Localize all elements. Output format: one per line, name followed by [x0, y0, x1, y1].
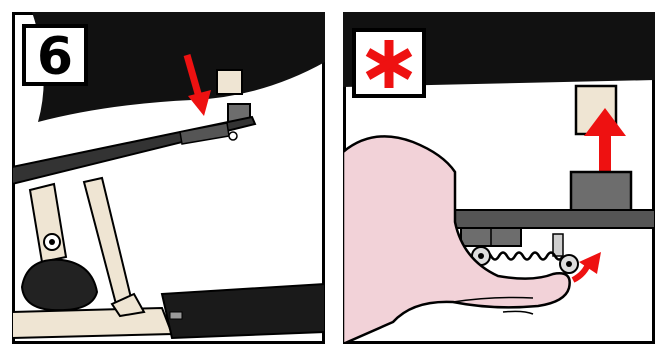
- base-plate: [12, 308, 172, 338]
- case-port: [170, 312, 182, 319]
- step-number: 6: [37, 27, 73, 87]
- right-panel: ✱: [343, 12, 655, 344]
- left-illustration: 6: [12, 12, 325, 344]
- socket-closeup: [571, 172, 631, 212]
- display-cable-connector: [217, 70, 242, 94]
- lower-case: [162, 284, 325, 338]
- right-illustration: ✱: [343, 12, 655, 344]
- board-screw: [229, 132, 237, 140]
- board-closeup: [443, 210, 655, 228]
- left-panel: 6: [12, 12, 325, 344]
- latch-post: [553, 234, 563, 256]
